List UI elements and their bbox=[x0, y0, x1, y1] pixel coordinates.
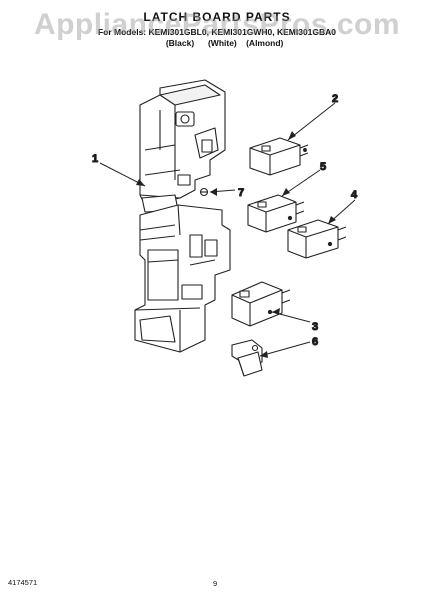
latch-board-lower bbox=[134, 204, 231, 353]
callout-3: 3 bbox=[312, 321, 318, 333]
screw-7 bbox=[199, 187, 209, 197]
callout-6: 6 bbox=[312, 336, 318, 348]
watermark: AppliancePartsPros.com bbox=[33, 8, 401, 41]
switch-2 bbox=[249, 137, 309, 176]
leader-arrowheads bbox=[136, 131, 336, 358]
callout-2: 2 bbox=[332, 93, 338, 105]
switch-4 bbox=[287, 219, 347, 259]
callout-7: 7 bbox=[238, 187, 244, 199]
page-title: LATCH BOARD PARTS bbox=[143, 10, 291, 24]
document-number: 4174571 bbox=[8, 578, 38, 587]
color-list: (Black) (White) (Almond) bbox=[160, 38, 290, 48]
color-black: (Black) bbox=[165, 38, 195, 48]
callout-4: 4 bbox=[351, 189, 358, 201]
callout-5: 5 bbox=[320, 161, 326, 173]
switch-3 bbox=[231, 281, 291, 327]
page-number: 9 bbox=[213, 579, 218, 588]
switch-5 bbox=[247, 194, 305, 233]
callout-1: 1 bbox=[92, 153, 98, 165]
latch-lever-6 bbox=[231, 339, 263, 377]
color-almond: (Almond) bbox=[246, 38, 284, 48]
color-white: (White) bbox=[207, 38, 237, 48]
model-list: For Models: KEMI301GBL0, KEMI301GWH0, KE… bbox=[97, 27, 337, 37]
